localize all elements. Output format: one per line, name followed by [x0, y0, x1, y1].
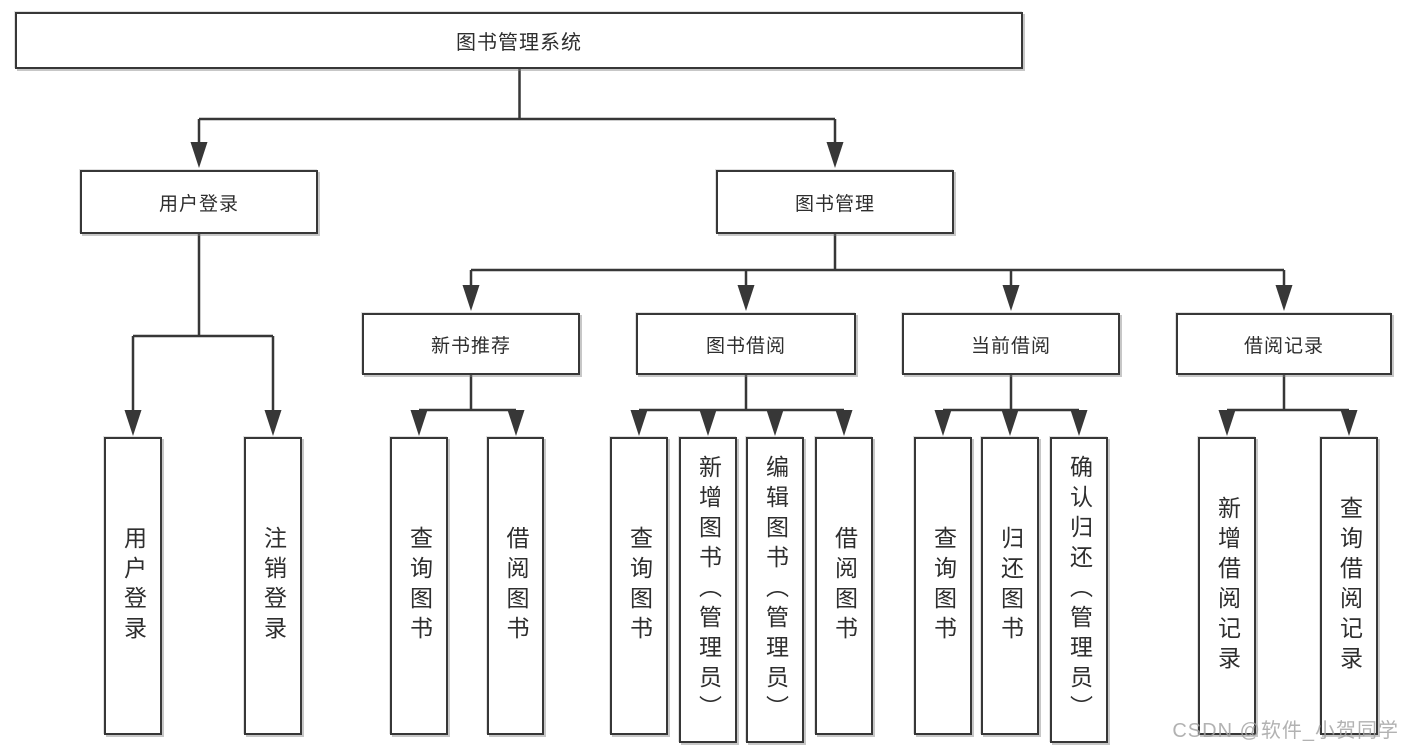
leaf-borrow-book-2-label: 借阅图书: [831, 526, 858, 646]
leaf-query-book-3-label: 查询图书: [930, 526, 957, 646]
node-book-mgmt: 图书管理: [716, 170, 954, 234]
node-book-mgmt-label: 图书管理: [794, 193, 875, 215]
leaf-query-book-2: 查询图书: [610, 437, 668, 735]
leaf-add-book: 新增图书（管理员）: [679, 437, 737, 743]
node-book-borrow-label: 图书借阅: [705, 335, 786, 357]
node-current-borrow: 当前借阅: [902, 313, 1120, 375]
node-root: 图书管理系统: [15, 12, 1023, 69]
node-borrow-records: 借阅记录: [1176, 313, 1392, 375]
leaf-query-record: 查询借阅记录: [1320, 437, 1378, 735]
leaf-user-login-label: 用户登录: [120, 526, 147, 646]
node-borrow-records-label: 借阅记录: [1243, 335, 1324, 357]
node-book-borrow: 图书借阅: [636, 313, 856, 375]
leaf-query-book-1-label: 查询图书: [406, 526, 433, 646]
leaf-return-book: 归还图书: [981, 437, 1039, 735]
leaf-edit-book: 编辑图书（管理员）: [746, 437, 804, 743]
leaf-confirm-return: 确认归还（管理员）: [1050, 437, 1108, 743]
node-current-borrow-label: 当前借阅: [970, 335, 1051, 357]
leaf-user-login: 用户登录: [104, 437, 162, 735]
leaf-borrow-book-1-label: 借阅图书: [503, 526, 529, 646]
node-new-book-rec: 新书推荐: [362, 313, 580, 375]
leaf-confirm-return-label: 确认归还（管理员）: [1066, 455, 1093, 725]
leaf-query-book-2-label: 查询图书: [626, 526, 653, 646]
leaf-add-record: 新增借阅记录: [1198, 437, 1256, 735]
leaf-add-book-label: 新增图书（管理员）: [695, 455, 722, 725]
leaf-logout: 注销登录: [244, 437, 302, 735]
leaf-borrow-book-1: 借阅图书: [487, 437, 544, 735]
node-user-login-label: 用户登录: [158, 193, 239, 215]
node-new-book-rec-label: 新书推荐: [430, 335, 511, 357]
node-user-login: 用户登录: [80, 170, 318, 234]
leaf-query-book-1: 查询图书: [390, 437, 448, 735]
leaf-return-book-label: 归还图书: [997, 526, 1024, 646]
leaf-query-book-3: 查询图书: [914, 437, 972, 735]
leaf-edit-book-label: 编辑图书（管理员）: [762, 455, 789, 725]
node-root-label: 图书管理系统: [456, 32, 582, 54]
leaf-add-record-label: 新增借阅记录: [1214, 496, 1241, 676]
leaf-logout-label: 注销登录: [260, 526, 287, 646]
leaf-borrow-book-2: 借阅图书: [815, 437, 873, 735]
leaf-query-record-label: 查询借阅记录: [1336, 496, 1363, 676]
